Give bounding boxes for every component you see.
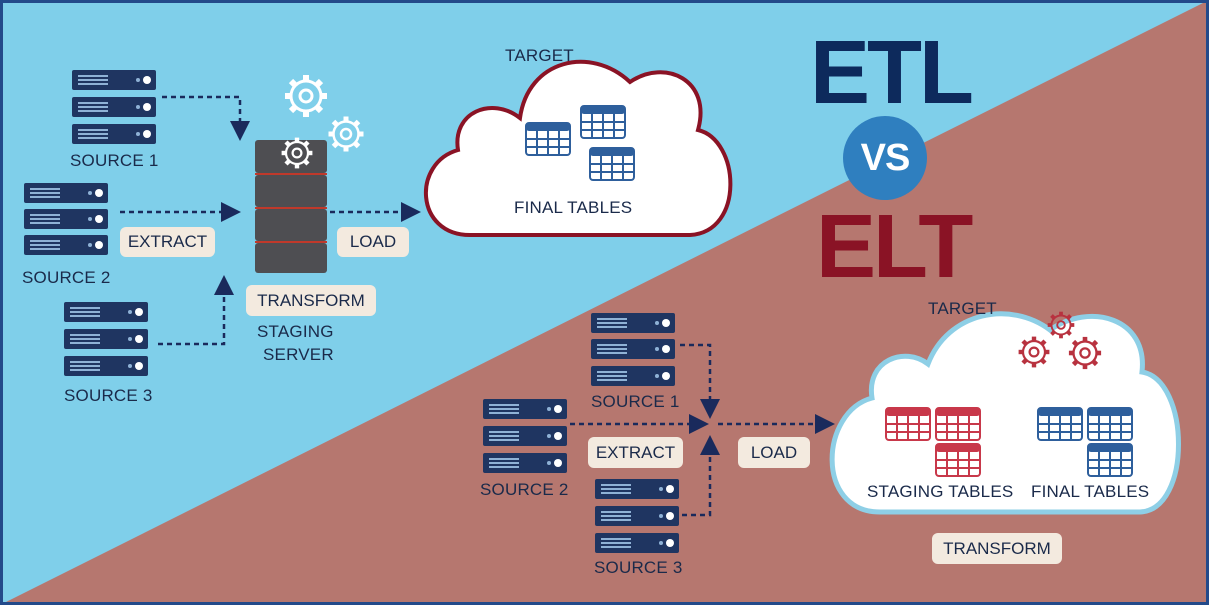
elt-load-label: LOAD bbox=[738, 437, 810, 468]
elt-source-3-server-rack-icon bbox=[595, 479, 679, 553]
etl-final-tables-label: FINAL TABLES bbox=[514, 198, 633, 217]
etl-source-3-arrow bbox=[158, 275, 234, 346]
elt-source-1-label: SOURCE 1 bbox=[591, 392, 680, 411]
elt-final-tables-label: FINAL TABLES bbox=[1031, 482, 1150, 501]
etl-load-label: LOAD bbox=[337, 227, 409, 257]
etl-source-3-label: SOURCE 3 bbox=[64, 386, 153, 405]
etl-source-1-arrow bbox=[162, 95, 250, 141]
elt-extract-label: EXTRACT bbox=[588, 437, 683, 468]
staging-server-icon bbox=[255, 140, 327, 273]
etl-source-1-label: SOURCE 1 bbox=[70, 151, 159, 170]
etl-extract-label: EXTRACT bbox=[120, 227, 215, 257]
elt-source-3-label: SOURCE 3 bbox=[594, 558, 683, 577]
etl-source-1-server-rack-icon bbox=[72, 70, 156, 144]
etl-source-2-server-rack-icon bbox=[24, 183, 108, 255]
etl-transform-label: TRANSFORM bbox=[246, 285, 376, 316]
etl-target-label: TARGET bbox=[505, 46, 574, 65]
elt-source-1-arrow bbox=[680, 343, 720, 419]
elt-source-1-server-rack-icon bbox=[591, 313, 675, 386]
etl-source-2-label: SOURCE 2 bbox=[22, 268, 111, 287]
etl-title: ETL bbox=[810, 23, 974, 123]
staging-server-label-line-2: SERVER bbox=[263, 345, 334, 364]
elt-transform-label: TRANSFORM bbox=[932, 533, 1062, 564]
elt-title: ELT bbox=[816, 197, 973, 297]
elt-source-3-arrow bbox=[682, 435, 720, 517]
staging-server-label-line-1: STAGING bbox=[257, 322, 334, 341]
vs-badge: VS bbox=[843, 116, 927, 200]
etl-target-cloud-icon bbox=[424, 59, 733, 237]
elt-source-2-label: SOURCE 2 bbox=[480, 480, 569, 499]
elt-staging-tables-label: STAGING TABLES bbox=[867, 482, 1014, 501]
elt-source-2-server-rack-icon bbox=[483, 399, 567, 473]
etl-source-3-server-rack-icon bbox=[64, 302, 148, 376]
elt-target-label: TARGET bbox=[928, 299, 997, 318]
